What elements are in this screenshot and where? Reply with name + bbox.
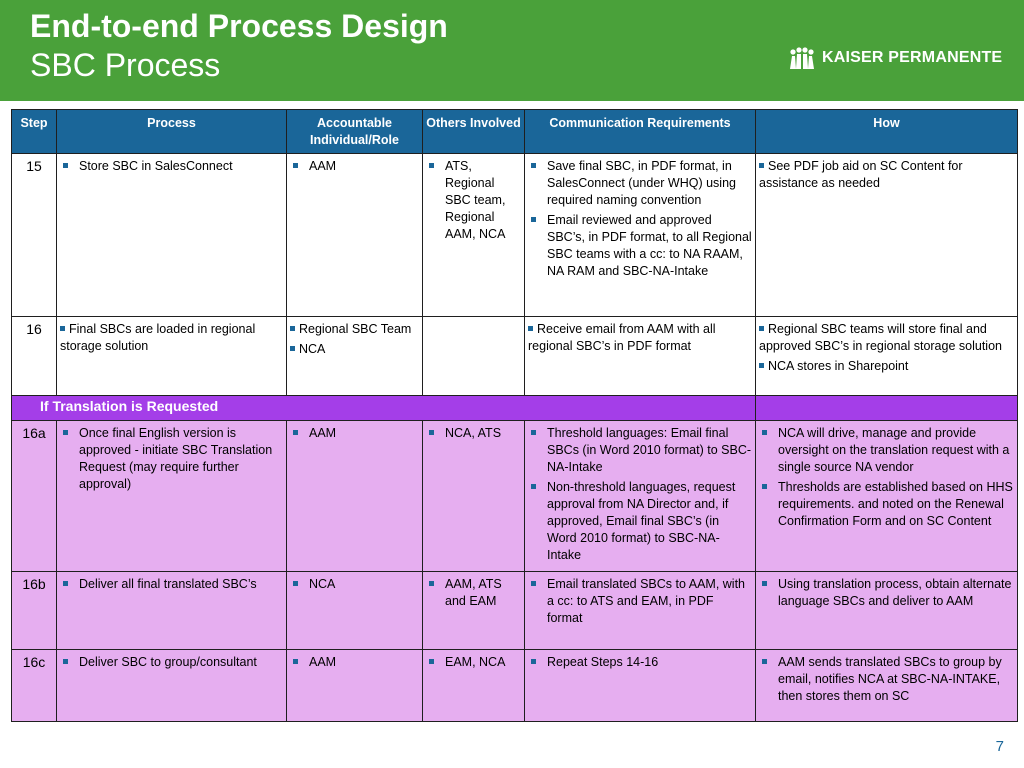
- process-cell: Deliver SBC to group/consultant: [56, 649, 287, 722]
- accountable-cell: Regional SBC Team NCA: [286, 316, 423, 396]
- slide-title: End-to-end Process Design: [30, 8, 448, 44]
- logo-wordmark: KAISER PERMANENTE: [822, 49, 1003, 66]
- step-cell: 16b: [11, 571, 57, 650]
- col-header-others: Others Involved: [422, 109, 525, 154]
- table-row: 15 Store SBC in SalesConnect AAM ATS, Re…: [11, 153, 1018, 317]
- people-logo-icon: [790, 47, 814, 69]
- list-item: AAM: [290, 158, 419, 175]
- list-item: NCA stores in Sharepoint: [759, 358, 1014, 375]
- others-cell: AAM, ATS and EAM: [422, 571, 525, 650]
- slide-header: End-to-end Process Design SBC Process KA…: [0, 0, 1024, 101]
- others-cell: ATS, Regional SBC team, Regional AAM, NC…: [422, 153, 525, 317]
- list-item: Regional SBC Team: [290, 321, 419, 338]
- list-item: AAM, ATS and EAM: [426, 576, 521, 610]
- list-item: EAM, NCA: [426, 654, 521, 671]
- list-item: AAM: [290, 654, 419, 671]
- list-item: NCA: [290, 576, 419, 593]
- list-item: Thresholds are established based on HHS …: [759, 479, 1014, 530]
- process-cell: Deliver all final translated SBC’s: [56, 571, 287, 650]
- accountable-cell: AAM: [286, 649, 423, 722]
- col-header-step: Step: [11, 109, 57, 154]
- list-item: Once final English version is approved -…: [60, 425, 283, 493]
- col-header-process: Process: [56, 109, 287, 154]
- list-item: NCA will drive, manage and provide overs…: [759, 425, 1014, 476]
- list-item: Receive email from AAM with all regional…: [528, 321, 752, 355]
- col-header-accountable: Accountable Individual/Role: [286, 109, 423, 154]
- table-row: 16a Once final English version is approv…: [11, 420, 1018, 572]
- section-empty-cell: [755, 395, 1018, 421]
- list-item: NCA, ATS: [426, 425, 521, 442]
- accountable-cell: AAM: [286, 420, 423, 572]
- others-cell: NCA, ATS: [422, 420, 525, 572]
- list-item: NCA: [290, 341, 419, 358]
- table-header-row: Step Process Accountable Individual/Role…: [11, 109, 1018, 154]
- col-header-how: How: [755, 109, 1018, 154]
- process-table: Step Process Accountable Individual/Role…: [11, 109, 1018, 722]
- list-item: Store SBC in SalesConnect: [60, 158, 283, 175]
- list-item: AAM: [290, 425, 419, 442]
- slide-subtitle: SBC Process: [30, 47, 221, 83]
- how-cell: See PDF job aid on SC Content for assist…: [755, 153, 1018, 317]
- list-item: Save final SBC, in PDF format, in SalesC…: [528, 158, 752, 209]
- kaiser-permanente-logo: KAISER PERMANENTE: [788, 44, 1002, 72]
- list-item: Using translation process, obtain altern…: [759, 576, 1014, 610]
- accountable-cell: NCA: [286, 571, 423, 650]
- list-item: See PDF job aid on SC Content for assist…: [759, 158, 1014, 192]
- others-cell: [422, 316, 525, 396]
- list-item: Email translated SBCs to AAM, with a cc:…: [528, 576, 752, 627]
- others-cell: EAM, NCA: [422, 649, 525, 722]
- step-cell: 16: [11, 316, 57, 396]
- accountable-cell: AAM: [286, 153, 423, 317]
- how-cell: NCA will drive, manage and provide overs…: [755, 420, 1018, 572]
- communication-cell: Repeat Steps 14-16: [524, 649, 756, 722]
- list-item: Non-threshold languages, request approva…: [528, 479, 752, 564]
- section-label: If Translation is Requested: [11, 395, 756, 421]
- list-item: ATS, Regional SBC team, Regional AAM, NC…: [426, 158, 521, 243]
- list-item: Repeat Steps 14-16: [528, 654, 752, 671]
- step-cell: 16a: [11, 420, 57, 572]
- how-cell: Using translation process, obtain altern…: [755, 571, 1018, 650]
- communication-cell: Threshold languages: Email final SBCs (i…: [524, 420, 756, 572]
- list-item: Deliver SBC to group/consultant: [60, 654, 283, 671]
- step-cell: 15: [11, 153, 57, 317]
- communication-cell: Email translated SBCs to AAM, with a cc:…: [524, 571, 756, 650]
- table-row: 16c Deliver SBC to group/consultant AAM …: [11, 649, 1018, 722]
- process-cell: Final SBCs are loaded in regional storag…: [56, 316, 287, 396]
- page-number: 7: [995, 738, 1004, 755]
- list-item: Deliver all final translated SBC’s: [60, 576, 283, 593]
- table-row: 16 Final SBCs are loaded in regional sto…: [11, 316, 1018, 396]
- list-item: AAM sends translated SBCs to group by em…: [759, 654, 1014, 705]
- list-item: Threshold languages: Email final SBCs (i…: [528, 425, 752, 476]
- list-item: Email reviewed and approved SBC’s, in PD…: [528, 212, 752, 280]
- table-row: 16b Deliver all final translated SBC’s N…: [11, 571, 1018, 650]
- list-item: Final SBCs are loaded in regional storag…: [60, 321, 283, 355]
- col-header-communication: Communication Requirements: [524, 109, 756, 154]
- process-cell: Once final English version is approved -…: [56, 420, 287, 572]
- communication-cell: Save final SBC, in PDF format, in SalesC…: [524, 153, 756, 317]
- section-row-translation: If Translation is Requested: [11, 395, 1018, 421]
- how-cell: Regional SBC teams will store final and …: [755, 316, 1018, 396]
- communication-cell: Receive email from AAM with all regional…: [524, 316, 756, 396]
- process-cell: Store SBC in SalesConnect: [56, 153, 287, 317]
- step-cell: 16c: [11, 649, 57, 722]
- how-cell: AAM sends translated SBCs to group by em…: [755, 649, 1018, 722]
- list-item: Regional SBC teams will store final and …: [759, 321, 1014, 355]
